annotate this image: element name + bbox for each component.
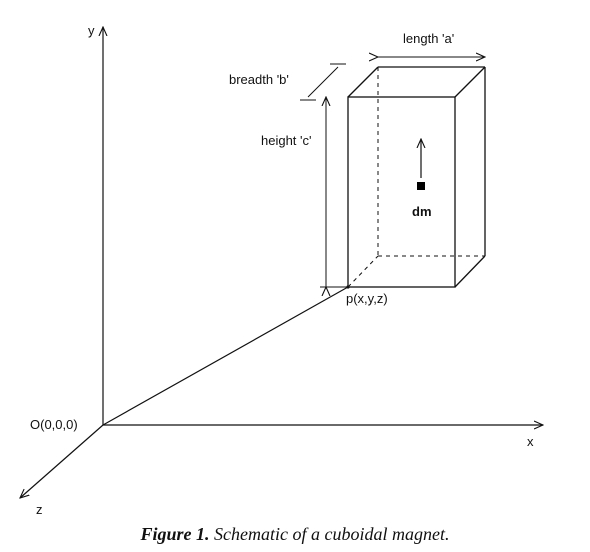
corner-point — [346, 285, 350, 289]
position-line — [102, 286, 349, 426]
z-axis-label: z — [36, 502, 43, 517]
figure-caption-text: Schematic of a cuboidal magnet. — [214, 524, 450, 544]
dm-label: dm — [412, 204, 432, 219]
x-axis-label: x — [527, 434, 534, 449]
y-axis-label: y — [88, 23, 95, 38]
cuboid-hidden-diagonal — [347, 255, 379, 288]
figure-number: Figure 1. — [140, 524, 210, 544]
corner-label: p(x,y,z) — [346, 291, 388, 306]
cuboid-front-face — [347, 96, 456, 288]
breadth-label: breadth 'b' — [229, 72, 289, 87]
cuboid-edge-top-right — [454, 66, 486, 98]
z-axis — [20, 424, 104, 498]
breadth-dimension-line — [307, 66, 339, 98]
cuboid-edge-top-left — [347, 66, 379, 98]
dm-element — [417, 182, 425, 190]
cuboid-edge-bottom-right — [454, 255, 486, 288]
figure-caption: Figure 1. Schematic of a cuboidal magnet… — [0, 524, 590, 545]
height-label: height 'c' — [261, 133, 312, 148]
origin-label: O(0,0,0) — [30, 417, 78, 432]
length-label: length 'a' — [403, 31, 454, 46]
